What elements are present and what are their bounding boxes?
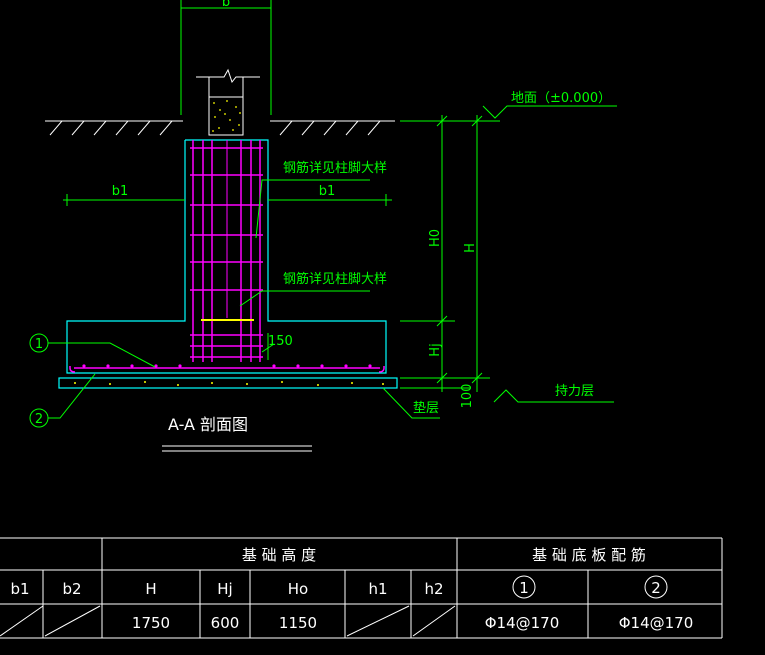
ground-level-marker [482, 105, 617, 119]
bottom-gap-label: 100 [460, 384, 475, 409]
table-value-H: 1750 [132, 614, 170, 632]
table-value-Ho: 1150 [279, 614, 317, 632]
Hj-label: Hj [428, 343, 443, 356]
table-header-b2: b2 [62, 580, 81, 598]
table-group-height: 基 础 高 度 [242, 546, 316, 564]
b1-dimensions [63, 194, 392, 206]
vertical-dimensions [400, 115, 500, 392]
callout-2-number: 2 [35, 412, 43, 427]
table-header-rebar-2: 2 [651, 579, 661, 597]
table-header-rebar-1: 1 [519, 579, 529, 597]
rebar-note-lower: 钢筋详见柱脚大样 [283, 271, 387, 287]
table-group-rebar: 基 础 底 板 配 筋 [532, 546, 646, 564]
H0-label: H0 [428, 229, 443, 247]
b1-left-label: b1 [112, 184, 129, 199]
bearing-layer-label: 持力层 [555, 384, 594, 399]
parameter-table [0, 537, 723, 639]
table-header-h1: h1 [368, 580, 387, 598]
table-header-H: H [145, 580, 156, 598]
b1-right-label: b1 [319, 184, 336, 199]
column-rebar-cage [190, 140, 263, 362]
hook-length-label: 150 [268, 334, 293, 349]
callout-2 [29, 373, 96, 428]
table-header-h2: h2 [424, 580, 443, 598]
cushion-layer [58, 377, 398, 389]
table-value-row: 1750 600 1150 Φ14@170 Φ14@170 [132, 614, 693, 632]
table-value-rebar-1: Φ14@170 [485, 614, 560, 632]
rebar-note-upper: 钢筋详见柱脚大样 [283, 160, 387, 176]
bottom-rebar-mat [69, 364, 385, 373]
table-value-rebar-2: Φ14@170 [619, 614, 694, 632]
table-value-Hj: 600 [211, 614, 240, 632]
table-header-Hj: Hj [217, 580, 232, 598]
cushion-label: 垫层 [413, 400, 439, 416]
H-label: H [463, 243, 478, 253]
section-title: A-A 剖面图 [168, 415, 248, 434]
rebar-note-leaders [239, 179, 370, 307]
ground-line [45, 120, 395, 136]
column-stub [196, 68, 260, 136]
table-header-b1: b1 [10, 580, 29, 598]
cushion-leader [382, 387, 440, 419]
bearing-layer-marker [493, 389, 614, 403]
callout-1 [29, 333, 156, 368]
table-header-row: b1 b2 H Hj Ho h1 h2 1 2 [10, 579, 660, 598]
ground-level-label: 地面（±0.000） [511, 91, 611, 106]
table-header-Ho: Ho [288, 580, 308, 598]
hook-dimension [261, 333, 275, 360]
top-width-label: b [222, 0, 230, 10]
top-width-dimension [180, 0, 272, 115]
callout-1-number: 1 [35, 337, 43, 352]
